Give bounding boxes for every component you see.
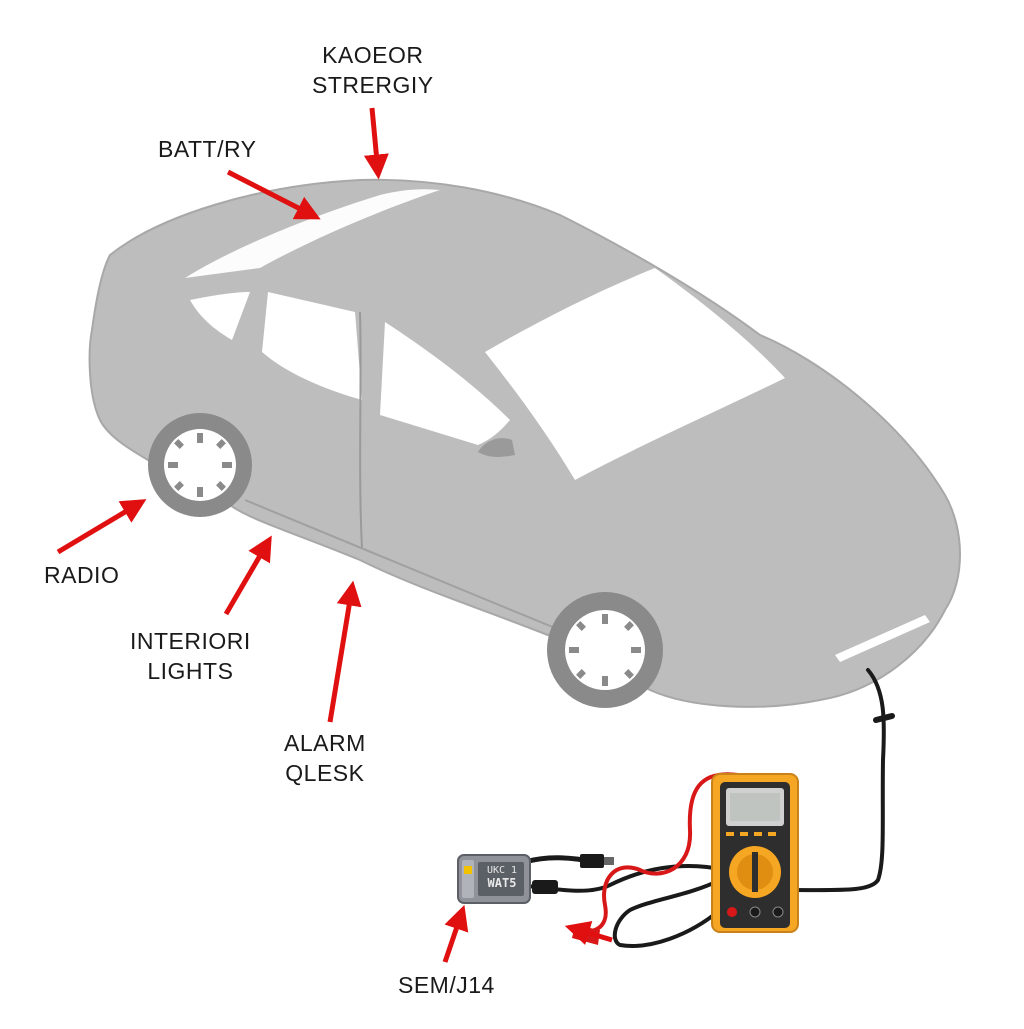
- label-top-line1: KAOEOR: [322, 42, 424, 68]
- arrow-probe: [564, 921, 613, 946]
- label-interior-line2: LIGHTS: [147, 658, 234, 684]
- cable-clip: [873, 713, 895, 723]
- car-roof-glass: [185, 189, 440, 278]
- connector-plugs: [532, 854, 614, 945]
- scanner-screen-line1: UKC 1: [486, 865, 518, 876]
- label-alarm-line2: QLESK: [285, 760, 365, 786]
- car-rear-quarter-window: [190, 292, 250, 340]
- black-probe-cable: [612, 878, 722, 948]
- label-top-line2: STRERGIY: [312, 72, 434, 98]
- scanner-screen-line2: WAT5: [487, 876, 517, 890]
- car-mirror: [478, 438, 515, 457]
- arrow-bottom: [442, 904, 469, 963]
- label-top: KAOEOR STRERGIY: [312, 40, 434, 100]
- car-front-rim-spokes: [569, 614, 641, 686]
- multimeter-icon: [711, 773, 799, 933]
- main-black-cable: [788, 668, 886, 893]
- arrow-alarm: [327, 580, 362, 723]
- car-front-rim: [565, 610, 645, 690]
- cables: [518, 668, 895, 948]
- label-interior-line1: INTERIORI: [130, 628, 251, 654]
- label-interior-lights: INTERIORI LIGHTS: [130, 626, 251, 686]
- red-probe-cable: [573, 772, 740, 934]
- car-rear-rim-spokes: [168, 433, 232, 497]
- arrow-radio: [56, 499, 147, 555]
- car-side-crease: [244, 499, 561, 631]
- car-illustration: [88, 178, 961, 708]
- label-radio: RADIO: [44, 562, 120, 588]
- label-alarm: ALARM QLESK: [284, 728, 366, 788]
- arrow-battery: [226, 169, 321, 220]
- label-bottom: SEM/J14: [398, 972, 495, 998]
- arrow-top: [363, 107, 389, 180]
- label-battery: BATT/RY: [158, 136, 257, 162]
- usb-tip: [604, 857, 614, 865]
- car-rear-side-window: [262, 292, 362, 400]
- car-rear-rim: [164, 429, 236, 501]
- scanner-screen: UKC 1 WAT5: [481, 864, 523, 890]
- obd-scanner-icon: [457, 854, 531, 904]
- car-headlight: [835, 615, 930, 662]
- usb-plug: [580, 854, 604, 868]
- arrow-interior-lights: [223, 535, 272, 616]
- barrel-plug: [532, 880, 558, 894]
- pointer-arrows: [56, 107, 613, 963]
- car-front-side-window: [380, 322, 510, 445]
- car-door-line: [359, 311, 363, 549]
- car-windshield: [485, 268, 785, 480]
- label-alarm-line1: ALARM: [284, 730, 366, 756]
